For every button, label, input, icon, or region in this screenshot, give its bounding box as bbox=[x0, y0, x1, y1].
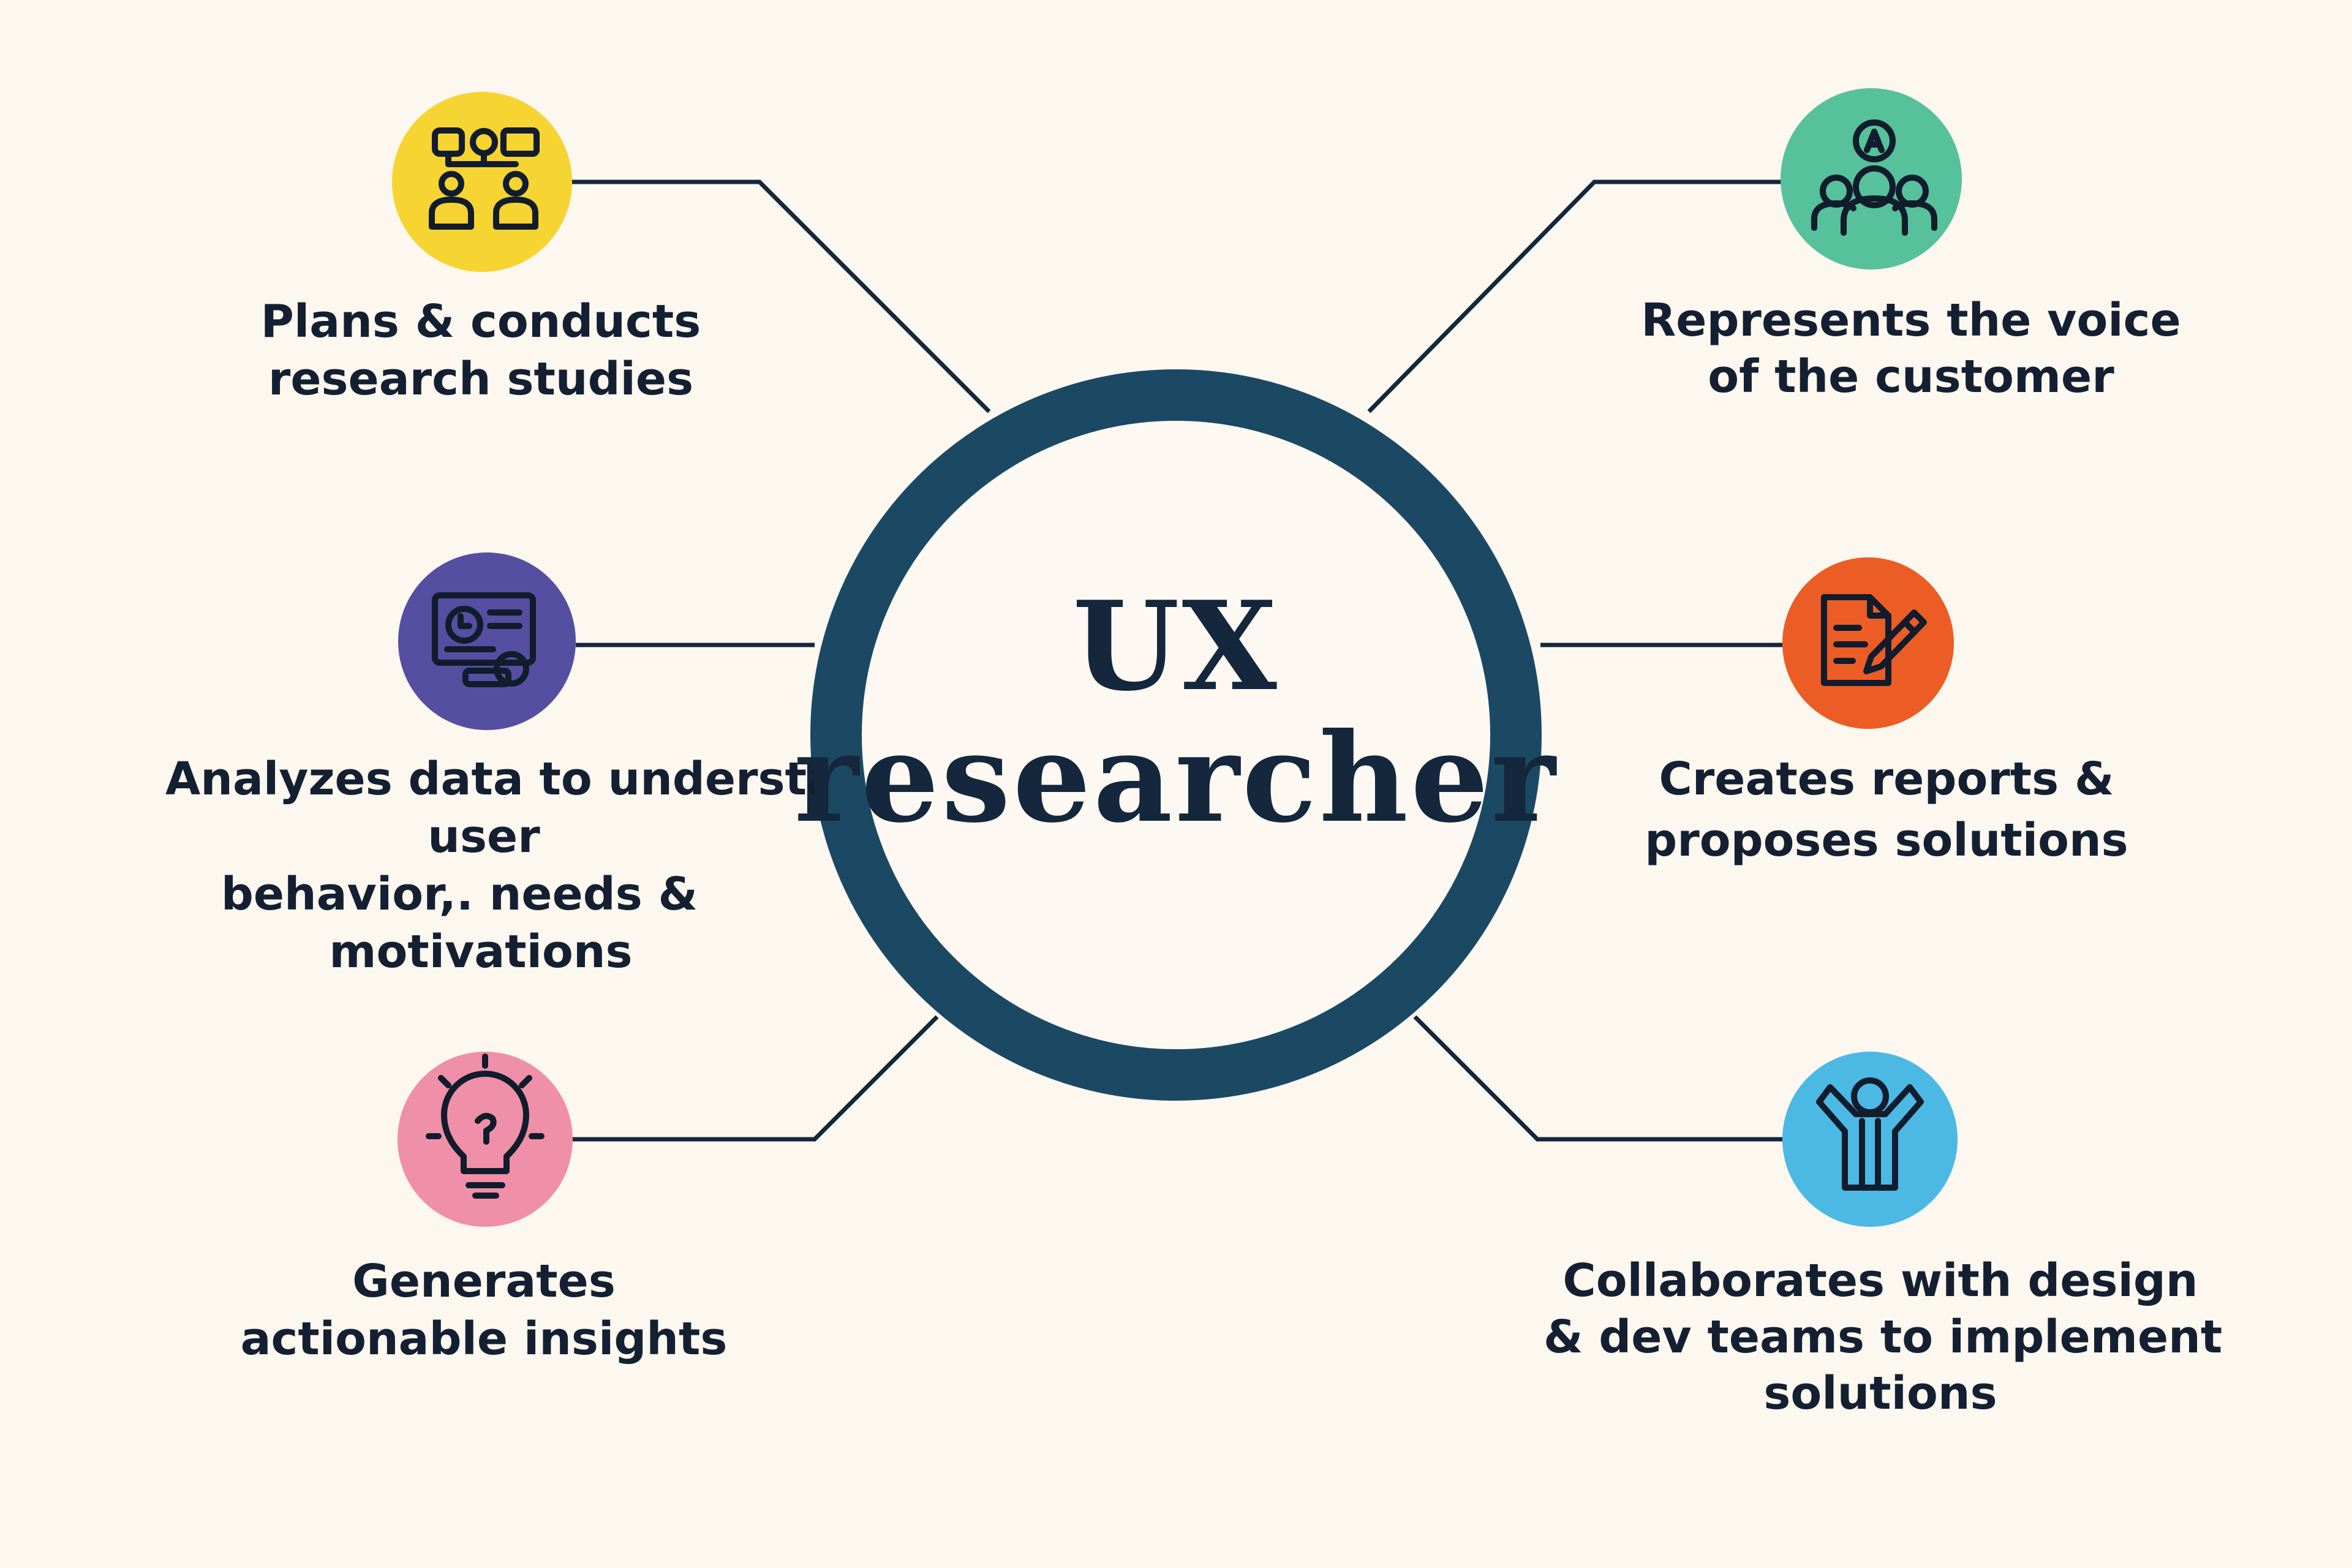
role-label-represents: Represents the voice of the customer bbox=[1635, 292, 2187, 405]
hub-title-line1: UX bbox=[1072, 575, 1280, 718]
icon-bg-creates bbox=[1782, 557, 1954, 729]
role-label-analyzes-line2: user bbox=[428, 810, 540, 863]
role-label-collaborates-line2: & dev teams to implement bbox=[1544, 1311, 2223, 1363]
role-label-generates: Generates actionable insights bbox=[239, 1253, 729, 1368]
role-label-generates-line1: Generates bbox=[352, 1255, 616, 1308]
icon-bg-plans bbox=[392, 92, 572, 272]
role-label-plans-line1: Plans & conducts bbox=[260, 295, 701, 348]
role-label-creates-line1: Creates reports & bbox=[1659, 753, 2114, 805]
lightbulb-icon bbox=[398, 1052, 573, 1227]
collaboration-icon bbox=[1782, 1052, 1958, 1227]
role-label-analyzes-line4: motivations bbox=[329, 925, 633, 978]
icon-bg-analyzes bbox=[398, 552, 576, 730]
role-label-collaborates-line1: Collaborates with design bbox=[1562, 1254, 2198, 1307]
role-label-plans-line2: research studies bbox=[268, 353, 694, 405]
role-label-collaborates: Collaborates with design & dev teams to … bbox=[1544, 1253, 2223, 1422]
hub-title-line2: researcher bbox=[794, 706, 1558, 850]
connector-represents bbox=[1367, 179, 1782, 413]
report-pen-icon bbox=[1782, 557, 1954, 729]
research-planning-icon bbox=[392, 92, 572, 272]
hub-circle bbox=[810, 369, 1542, 1101]
role-label-analyzes-line1: Analyzes data to understand bbox=[165, 753, 815, 805]
role-label-collaborates-line3: solutions bbox=[1763, 1367, 1997, 1420]
connector-plans bbox=[570, 179, 991, 413]
icon-bg-represents bbox=[1781, 88, 1962, 270]
connector-collaborates bbox=[1413, 1015, 1782, 1142]
role-label-plans: Plans & conducts research studies bbox=[236, 293, 726, 408]
role-label-creates-line2: proposes solutions bbox=[1645, 814, 2128, 867]
role-label-analyzes: Analyzes data to understand user behavio… bbox=[165, 750, 815, 983]
role-label-analyzes-line3: behavior,. needs & bbox=[221, 868, 698, 921]
data-dashboard-icon bbox=[398, 552, 576, 730]
customer-group-icon bbox=[1781, 88, 1962, 270]
connector-generates bbox=[573, 1015, 939, 1142]
role-label-creates: Creates reports & proposes solutions bbox=[1611, 748, 2162, 871]
role-label-generates-line2: actionable insights bbox=[240, 1313, 728, 1365]
role-label-represents-line1: Represents the voice bbox=[1641, 294, 2181, 347]
role-label-represents-line2: of the customer bbox=[1708, 350, 2114, 403]
